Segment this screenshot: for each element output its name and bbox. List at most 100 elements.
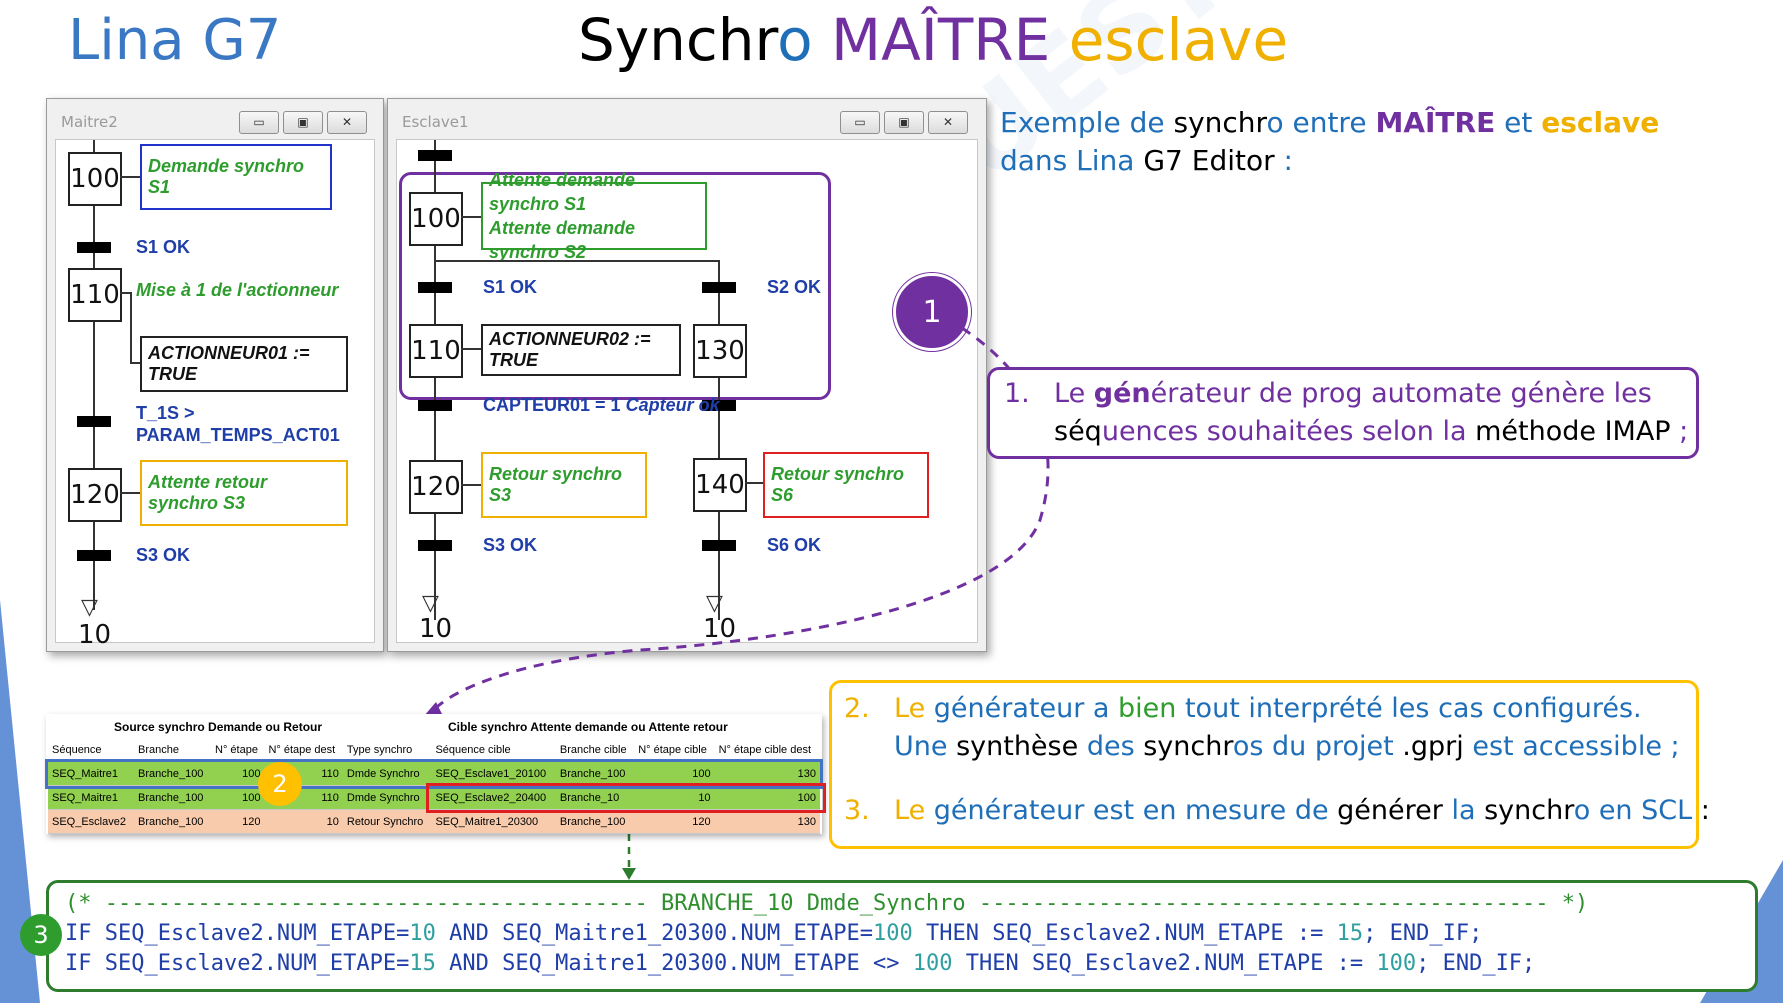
step-110[interactable]: 110 <box>409 324 463 378</box>
intro-line-1: Exemple de synchro entre MAÎTRE et escla… <box>1000 104 1659 142</box>
grafcet-link <box>434 140 436 620</box>
point-3-line: Le générateur est en mesure de générer l… <box>894 795 1710 826</box>
grafcet-link <box>461 484 481 486</box>
group-header-source: Source synchro Demande ou Retour <box>114 720 323 734</box>
maximize-icon[interactable]: ▣ <box>884 111 924 134</box>
text-run: .gprj <box>1402 731 1464 762</box>
text-run: o entre <box>1266 106 1376 139</box>
action-demande-synchro-s1[interactable]: Demande synchro S1 <box>140 144 332 210</box>
code-token: AND <box>435 951 503 976</box>
text-run: et <box>1495 106 1542 139</box>
text-run: Exemple de <box>1000 106 1174 139</box>
text-run: os du projet <box>1232 731 1403 762</box>
slave-window-title: Esclave1 <box>402 113 469 131</box>
text-run: méthode IMAP <box>1475 416 1671 447</box>
step-110[interactable]: 110 <box>68 268 122 322</box>
column-header: Branche <box>133 738 212 762</box>
condition-t-1s: T_1S > <box>136 403 195 423</box>
column-header: Séquence cible <box>431 738 556 762</box>
code-token: SEQ_Maitre1_20300.NUM_ETAPE= <box>502 921 873 946</box>
action-attente-demande[interactable]: Attente demande synchro S1 Attente deman… <box>481 170 707 262</box>
text-run: G7 Editor <box>1143 144 1275 177</box>
table-cell: SEQ_Maitre1 <box>48 761 134 786</box>
condition-s3-ok: S3 OK <box>136 545 191 565</box>
table-cell: Branche_100 <box>555 809 635 834</box>
text-run: générateur a <box>933 693 1119 724</box>
column-header: N° étape cible <box>634 738 715 762</box>
text-run: gén <box>1093 378 1151 409</box>
group-header-target: Cible synchro Attente demande ou Attente… <box>448 720 728 734</box>
badge-2: 2 <box>258 762 302 806</box>
step-120[interactable]: 120 <box>68 468 122 522</box>
grafcet-link <box>461 348 481 350</box>
grafcet-link <box>461 216 481 218</box>
synchro-synthesis-table: Source synchro Demande ou Retour Cible s… <box>45 714 826 834</box>
code-token: 10 <box>409 921 436 946</box>
transition-capteur-left[interactable] <box>418 400 452 411</box>
transition-s6-ok[interactable] <box>702 540 736 551</box>
transition-s1-ok[interactable] <box>77 242 111 253</box>
master-grafcet-canvas[interactable]: 100 Demande synchro S1 S1 OK 110 Mise à … <box>55 139 375 650</box>
column-header: N° étape dest <box>264 738 343 762</box>
table-cell: Branche_100 <box>133 785 212 810</box>
minimize-icon[interactable]: ▭ <box>239 111 279 134</box>
point-2-line-2: Une synthèse des synchros du projet .gpr… <box>894 731 1680 762</box>
slave-window[interactable]: Esclave1 ▭ ▣ ✕ 100 Attente demande synch… <box>387 98 987 652</box>
table-cell: 100 <box>211 785 265 810</box>
step-130[interactable]: 130 <box>693 324 747 378</box>
code-token: SEQ_Esclave2.NUM_ETAPE= <box>104 951 410 976</box>
divergence-link <box>434 260 720 262</box>
action-retour-synchro-s6[interactable]: Retour synchro S6 <box>763 452 929 518</box>
maximize-icon[interactable]: ▣ <box>283 111 323 134</box>
transition-tempo[interactable] <box>77 416 111 427</box>
master-window[interactable]: Maitre2 ▭ ▣ ✕ 100 Demande synchro S1 S1 … <box>46 98 384 652</box>
step-120[interactable]: 120 <box>409 460 463 514</box>
action-actionneur02[interactable]: ACTIONNEUR02 := TRUE <box>481 324 681 376</box>
condition-s1-ok: S1 OK <box>483 277 538 297</box>
transition-s2-ok[interactable] <box>702 282 736 293</box>
scl-code-block[interactable]: (* -------------------------------------… <box>46 880 1758 992</box>
text-run: séq <box>1054 416 1102 447</box>
code-line-1: IF SEQ_Esclave2.NUM_ETAPE=10 AND SEQ_Mai… <box>65 921 1482 946</box>
transition-entry[interactable] <box>418 150 452 161</box>
text-run: o en <box>1573 795 1642 826</box>
code-token: 100 <box>873 921 913 946</box>
intro-line-2: dans Lina G7 Editor : <box>1000 142 1659 180</box>
table-cell: 100 <box>211 761 265 786</box>
action-attente-retour-s3[interactable]: Attente retour synchro S3 <box>140 460 348 526</box>
step-140[interactable]: 140 <box>693 458 747 512</box>
text-run: : <box>1692 795 1710 826</box>
close-icon[interactable]: ✕ <box>928 111 968 134</box>
action-actionneur01[interactable]: ACTIONNEUR01 := TRUE <box>140 336 348 392</box>
table-cell: 100 <box>634 761 715 786</box>
text-run: Une <box>894 731 957 762</box>
text-run: générateur est en mesure de <box>933 795 1338 826</box>
table-cell: SEQ_Esclave2_20400 <box>431 785 556 810</box>
grafcet-link <box>130 292 132 364</box>
step-100[interactable]: 100 <box>409 192 463 246</box>
transition-s1-ok[interactable] <box>418 282 452 293</box>
arrow-down-icon: ▽ <box>422 590 439 615</box>
code-token: SEQ_Esclave2.NUM_ETAPE := <box>992 921 1337 946</box>
column-header: Branche cible <box>555 738 635 762</box>
text-run: est accessible ; <box>1463 731 1680 762</box>
minimize-icon[interactable]: ▭ <box>840 111 880 134</box>
slave-grafcet-canvas[interactable]: 100 Attente demande synchro S1 Attente d… <box>396 139 978 644</box>
transition-s3-ok[interactable] <box>418 540 452 551</box>
badge-1: 1 <box>893 273 971 351</box>
condition-s3-ok: S3 OK <box>483 535 538 555</box>
table-cell: 100 <box>714 785 820 810</box>
close-icon[interactable]: ✕ <box>327 111 367 134</box>
code-token: THEN <box>952 951 1032 976</box>
grafcet-link <box>718 260 720 620</box>
condition-s1-ok: S1 OK <box>136 237 191 257</box>
step-100[interactable]: 100 <box>68 152 122 206</box>
text-run: tout interprété les cas configurés. <box>1176 693 1642 724</box>
slide-title: Synchro MAÎTRE esclave <box>578 6 1288 74</box>
transition-capteur-right[interactable] <box>702 400 736 411</box>
action-retour-synchro-s3[interactable]: Retour synchro S3 <box>481 452 647 518</box>
transition-s3-ok[interactable] <box>77 550 111 561</box>
